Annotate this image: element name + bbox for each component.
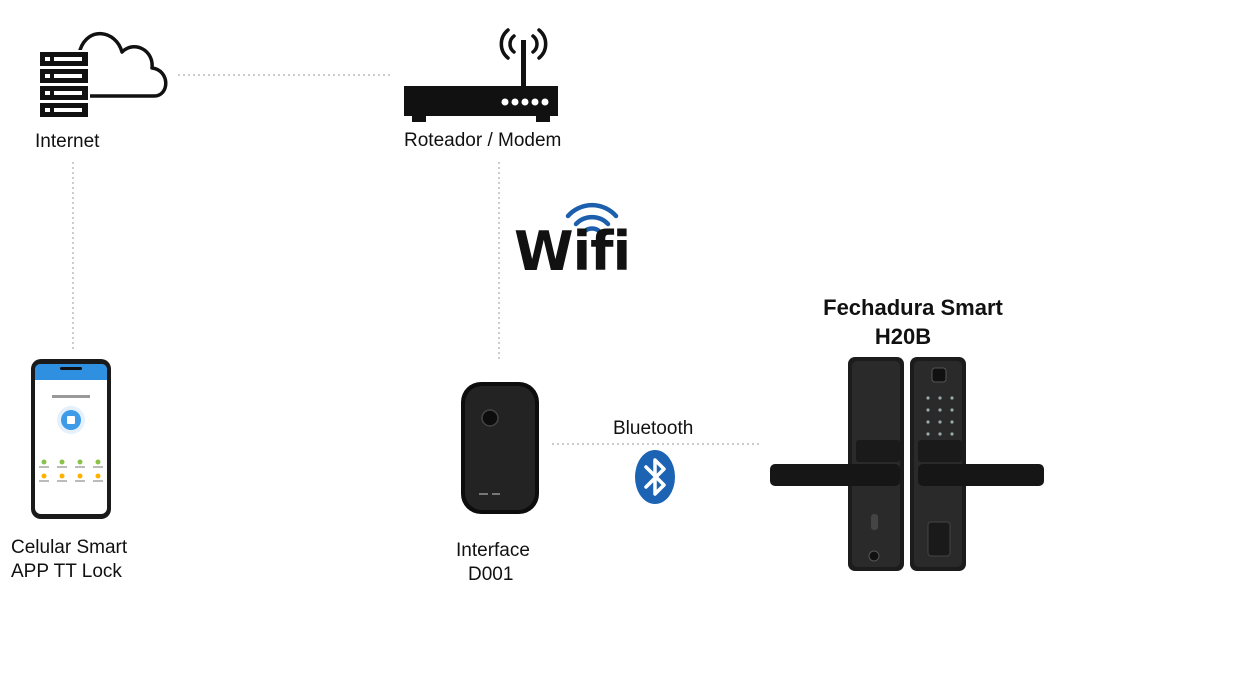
interface-label-line2: D001	[468, 564, 514, 585]
interface-label-line1: Interface	[456, 540, 530, 561]
phone-label-line1: Celular Smart	[11, 537, 128, 558]
router-label: Roteador / Modem	[404, 130, 562, 151]
internet-label: Internet	[35, 131, 100, 152]
wifi-logo-text: Wifi	[514, 220, 631, 283]
wifi-signal-icon	[565, 202, 619, 235]
server-cloud-icon	[38, 31, 168, 120]
interface-device-icon	[461, 382, 539, 514]
smart-lock-icon	[770, 357, 1044, 571]
wifi-logo: Wifi	[514, 200, 646, 284]
bluetooth-icon	[635, 450, 675, 504]
lock-title-line2: H20B	[874, 324, 932, 349]
bluetooth-label: Bluetooth	[613, 418, 694, 439]
lock-title-line1: Fechadura Smart	[823, 295, 1003, 320]
phone-label-line2: APP TT Lock	[11, 561, 122, 582]
router-icon	[404, 28, 558, 122]
smartphone-icon	[31, 359, 111, 519]
